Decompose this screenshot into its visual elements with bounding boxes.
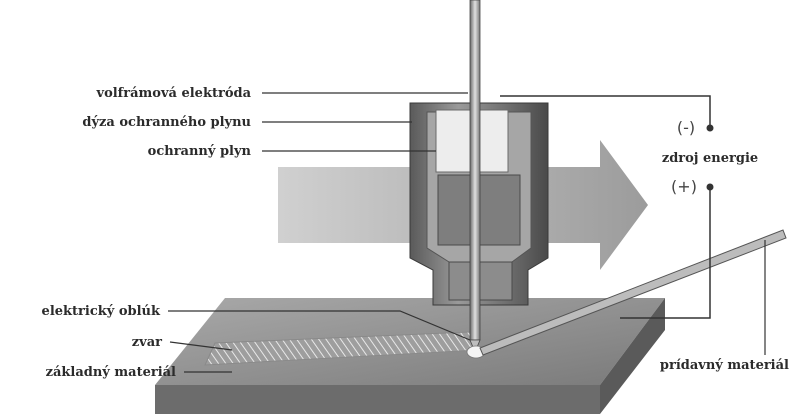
- minus-wire: [500, 95, 711, 128]
- label-gas-nozzle: dýza ochranného plynu: [82, 115, 251, 130]
- label-shielding-gas: ochranný plyn: [148, 144, 252, 159]
- base-plate-side: [155, 385, 600, 414]
- label-tungsten-electrode: volfrámová elektróda: [96, 86, 252, 101]
- label-power-source: zdroj energie: [662, 151, 758, 166]
- label-base-material: základný materiál: [46, 365, 176, 380]
- label-weld: zvar: [132, 335, 162, 350]
- base-plate-right-side: [600, 298, 665, 414]
- leader-weld: [169, 341, 233, 351]
- plus-wire: [620, 187, 711, 319]
- label-filler-material: prídavný materiál: [660, 358, 789, 373]
- nozzle-lower: [448, 261, 513, 301]
- minus-terminal: [706, 124, 714, 132]
- tungsten-electrode: [469, 0, 481, 341]
- label-electric-arc: elektrický oblúk: [42, 304, 161, 319]
- leader-arc: [168, 310, 471, 341]
- minus-symbol: (-): [677, 118, 695, 137]
- plus-symbol: (+): [671, 177, 697, 196]
